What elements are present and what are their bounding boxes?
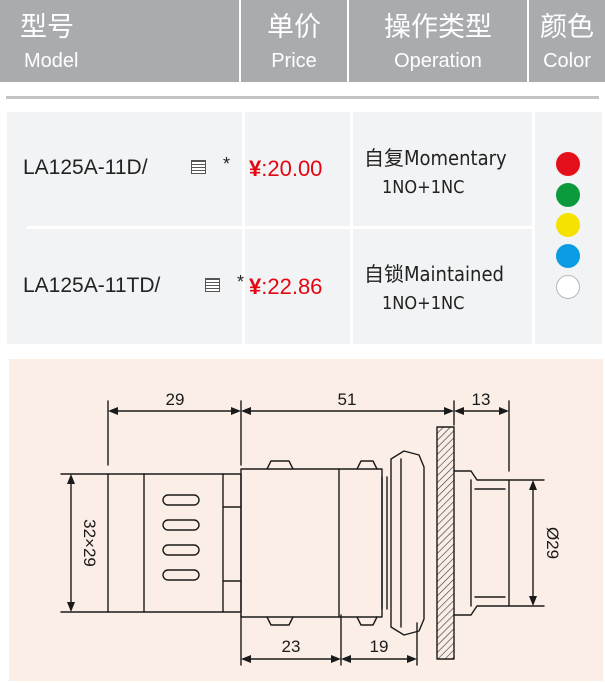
header-model: 型号 Model (0, 0, 240, 82)
dimension-label: 13 (472, 390, 491, 409)
header-divider (527, 0, 529, 82)
header-model-zh: 型号 (20, 12, 74, 42)
color-dot-red (556, 152, 580, 176)
header-operation-zh: 操作类型 (384, 12, 492, 42)
price-value: :20.00 (261, 156, 323, 181)
dimension-label: 32×29 (80, 519, 99, 567)
color-dot-blue (556, 244, 580, 268)
model-code: LA125A-11D/ (23, 156, 148, 179)
header-divider (239, 0, 241, 82)
product-table: LA125A-11D/ * ¥:20.00 自复Momentary 1NO+1N… (7, 112, 602, 344)
color-dot-white (556, 275, 580, 299)
model-variant-icon (205, 278, 220, 292)
header-operation: 操作类型 Operation (349, 0, 527, 82)
header-price: 单价 Price (241, 0, 347, 82)
contact-config: 1NO+1NC (382, 177, 465, 198)
color-dot-yellow (556, 213, 580, 237)
drawing-svg: 29 51 13 23 19 32×29 Ø29 (60, 390, 562, 666)
table-header: 型号 Model 单价 Price 操作类型 Operation 颜色 Colo… (0, 0, 605, 82)
currency-symbol: ¥ (249, 274, 262, 299)
header-operation-en: Operation (394, 50, 482, 72)
color-dot-green (556, 183, 580, 207)
dimension-label: 19 (370, 637, 389, 656)
dimension-label: 51 (338, 390, 357, 409)
price: ¥:20.00 (249, 156, 322, 182)
model-star: * (223, 154, 231, 174)
header-price-zh: 单价 (267, 12, 321, 42)
model-variant-icon (191, 160, 206, 174)
header-model-en: Model (24, 50, 79, 72)
header-divider (347, 0, 349, 82)
contact-config: 1NO+1NC (382, 293, 465, 314)
header-color-zh: 颜色 (540, 12, 594, 42)
dimension-drawing: 29 51 13 23 19 32×29 Ø29 (9, 359, 603, 681)
currency-symbol: ¥ (249, 156, 262, 181)
header-color-en: Color (543, 50, 591, 72)
model-code: LA125A-11TD/ (23, 274, 161, 297)
operation-type: 自锁Maintained (364, 262, 504, 286)
price-value: :22.86 (261, 274, 323, 299)
header-price-en: Price (271, 50, 317, 72)
header-color: 颜色 Color (529, 0, 605, 82)
dimension-label: 23 (282, 637, 301, 656)
divider-line (6, 96, 599, 99)
model-star: * (237, 272, 245, 292)
row-divider (27, 226, 532, 229)
price: ¥:22.86 (249, 274, 322, 300)
dimension-label: Ø29 (543, 527, 562, 559)
column-divider (532, 112, 535, 344)
dimension-label: 29 (166, 390, 185, 409)
operation-type: 自复Momentary (364, 146, 507, 170)
